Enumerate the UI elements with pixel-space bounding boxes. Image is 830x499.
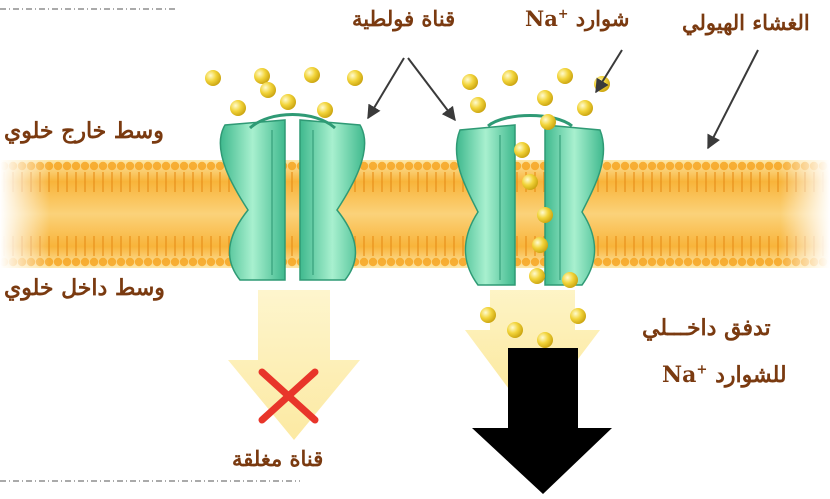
na-ions-label: Na+ شوارد: [525, 6, 629, 31]
closed-channel-label: قناة مغلقة: [232, 446, 323, 471]
closed-channel-flow: [228, 290, 360, 440]
na-ion: [470, 97, 486, 113]
na-ion: [480, 307, 496, 323]
na-ion: [347, 70, 363, 86]
na-ion: [462, 74, 478, 90]
inflow-label-line1: تدفق داخـــلي: [642, 315, 771, 341]
na-ion: [562, 272, 578, 288]
na-ion: [570, 308, 586, 324]
na-ion: [205, 70, 221, 86]
na-ion: [304, 67, 320, 83]
na-ion: [532, 237, 548, 253]
intracellular-label: وسط داخل خلوي: [4, 275, 165, 301]
na-ion: [507, 322, 523, 338]
plasma-membrane-label: الغشاء الهيولي: [682, 10, 810, 35]
na-charge: +: [558, 6, 569, 21]
inflow-label-line2: Na+ للشوارد: [662, 362, 787, 388]
na-ion: [537, 332, 553, 348]
na-ion: [502, 70, 518, 86]
inflow-ions-text: للشوارد: [715, 362, 787, 388]
na-ion: [317, 102, 333, 118]
na-ion: [230, 100, 246, 116]
na-ion: [529, 268, 545, 284]
plasma-membrane: [0, 160, 830, 268]
na-ion: [537, 90, 553, 106]
na-ion: [260, 82, 276, 98]
na-ion: [514, 142, 530, 158]
na-ion: [557, 68, 573, 84]
na-ions-text: شوارد: [576, 6, 630, 31]
na-ion: [537, 207, 553, 223]
voltage-channel-label: قناة فولطية: [352, 6, 455, 31]
inflow-na-charge: +: [696, 363, 707, 378]
na-ion: [522, 174, 538, 190]
inflow-na-symbol: Na: [662, 362, 696, 388]
extracellular-label: وسط خارج خلوي: [4, 118, 164, 144]
na-symbol: Na: [525, 6, 558, 31]
inflow-arrow-icon: [472, 348, 612, 494]
na-ion: [540, 114, 556, 130]
na-ion: [280, 94, 296, 110]
na-ion: [577, 100, 593, 116]
na-ion: [254, 68, 270, 84]
